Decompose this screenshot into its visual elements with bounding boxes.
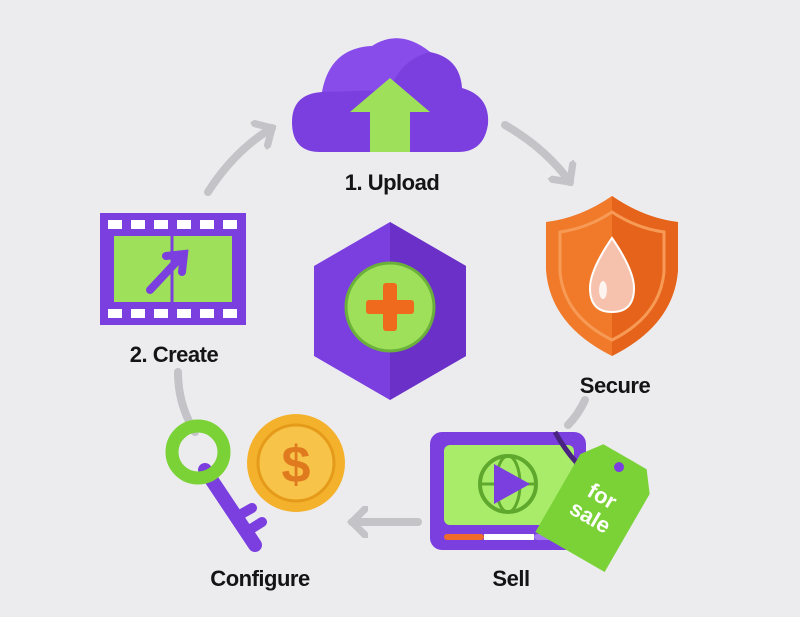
dollar-coin-icon: $ [247,414,345,512]
arrow-upload-to-secure [501,121,570,182]
key-icon [165,419,267,552]
step-label-secure: Secure [579,373,651,398]
step-label-sell: Sell [492,566,530,591]
step-label-configure: Configure [210,566,310,591]
step-label-upload: 1. Upload [344,170,440,195]
step-label-create: 2. Create [129,342,219,367]
cloud-upload-icon [292,38,489,152]
shield-icon [546,196,678,356]
coin-symbol: $ [282,436,311,494]
arrow-secure-to-sell [564,396,589,429]
arrow-create-to-upload [204,128,272,196]
film-strip-icon [100,213,246,325]
add-hexagon-icon [314,222,466,400]
for-sale-tag-icon: for sale [535,430,650,572]
